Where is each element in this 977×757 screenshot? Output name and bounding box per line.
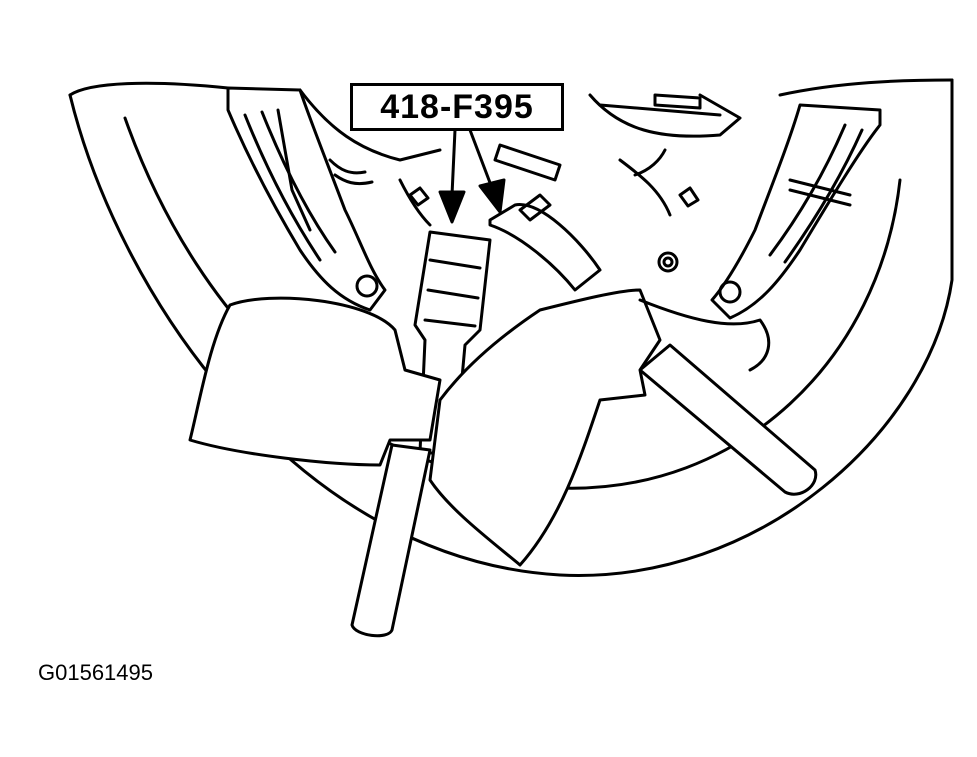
arrow-left-shaft [450, 128, 457, 197]
callout-arrows [438, 128, 506, 224]
rim-top-left [68, 81, 230, 97]
right-hand [428, 288, 771, 567]
hub-area [298, 88, 742, 227]
tool-number-text: 418-F395 [380, 88, 534, 126]
left-hand [188, 296, 442, 467]
rim-top-right [778, 78, 954, 97]
right-angled-tool [488, 193, 818, 496]
arrow-right-head [478, 178, 506, 214]
tool-number-callout: 418-F395 [350, 83, 564, 131]
left-spoke [226, 86, 387, 312]
arrow-right-shaft [468, 128, 494, 190]
figure-id: G01561495 [38, 660, 153, 685]
arrow-left-head [438, 190, 466, 224]
right-spoke [657, 103, 882, 320]
steering-wheel-rim [68, 78, 954, 577]
